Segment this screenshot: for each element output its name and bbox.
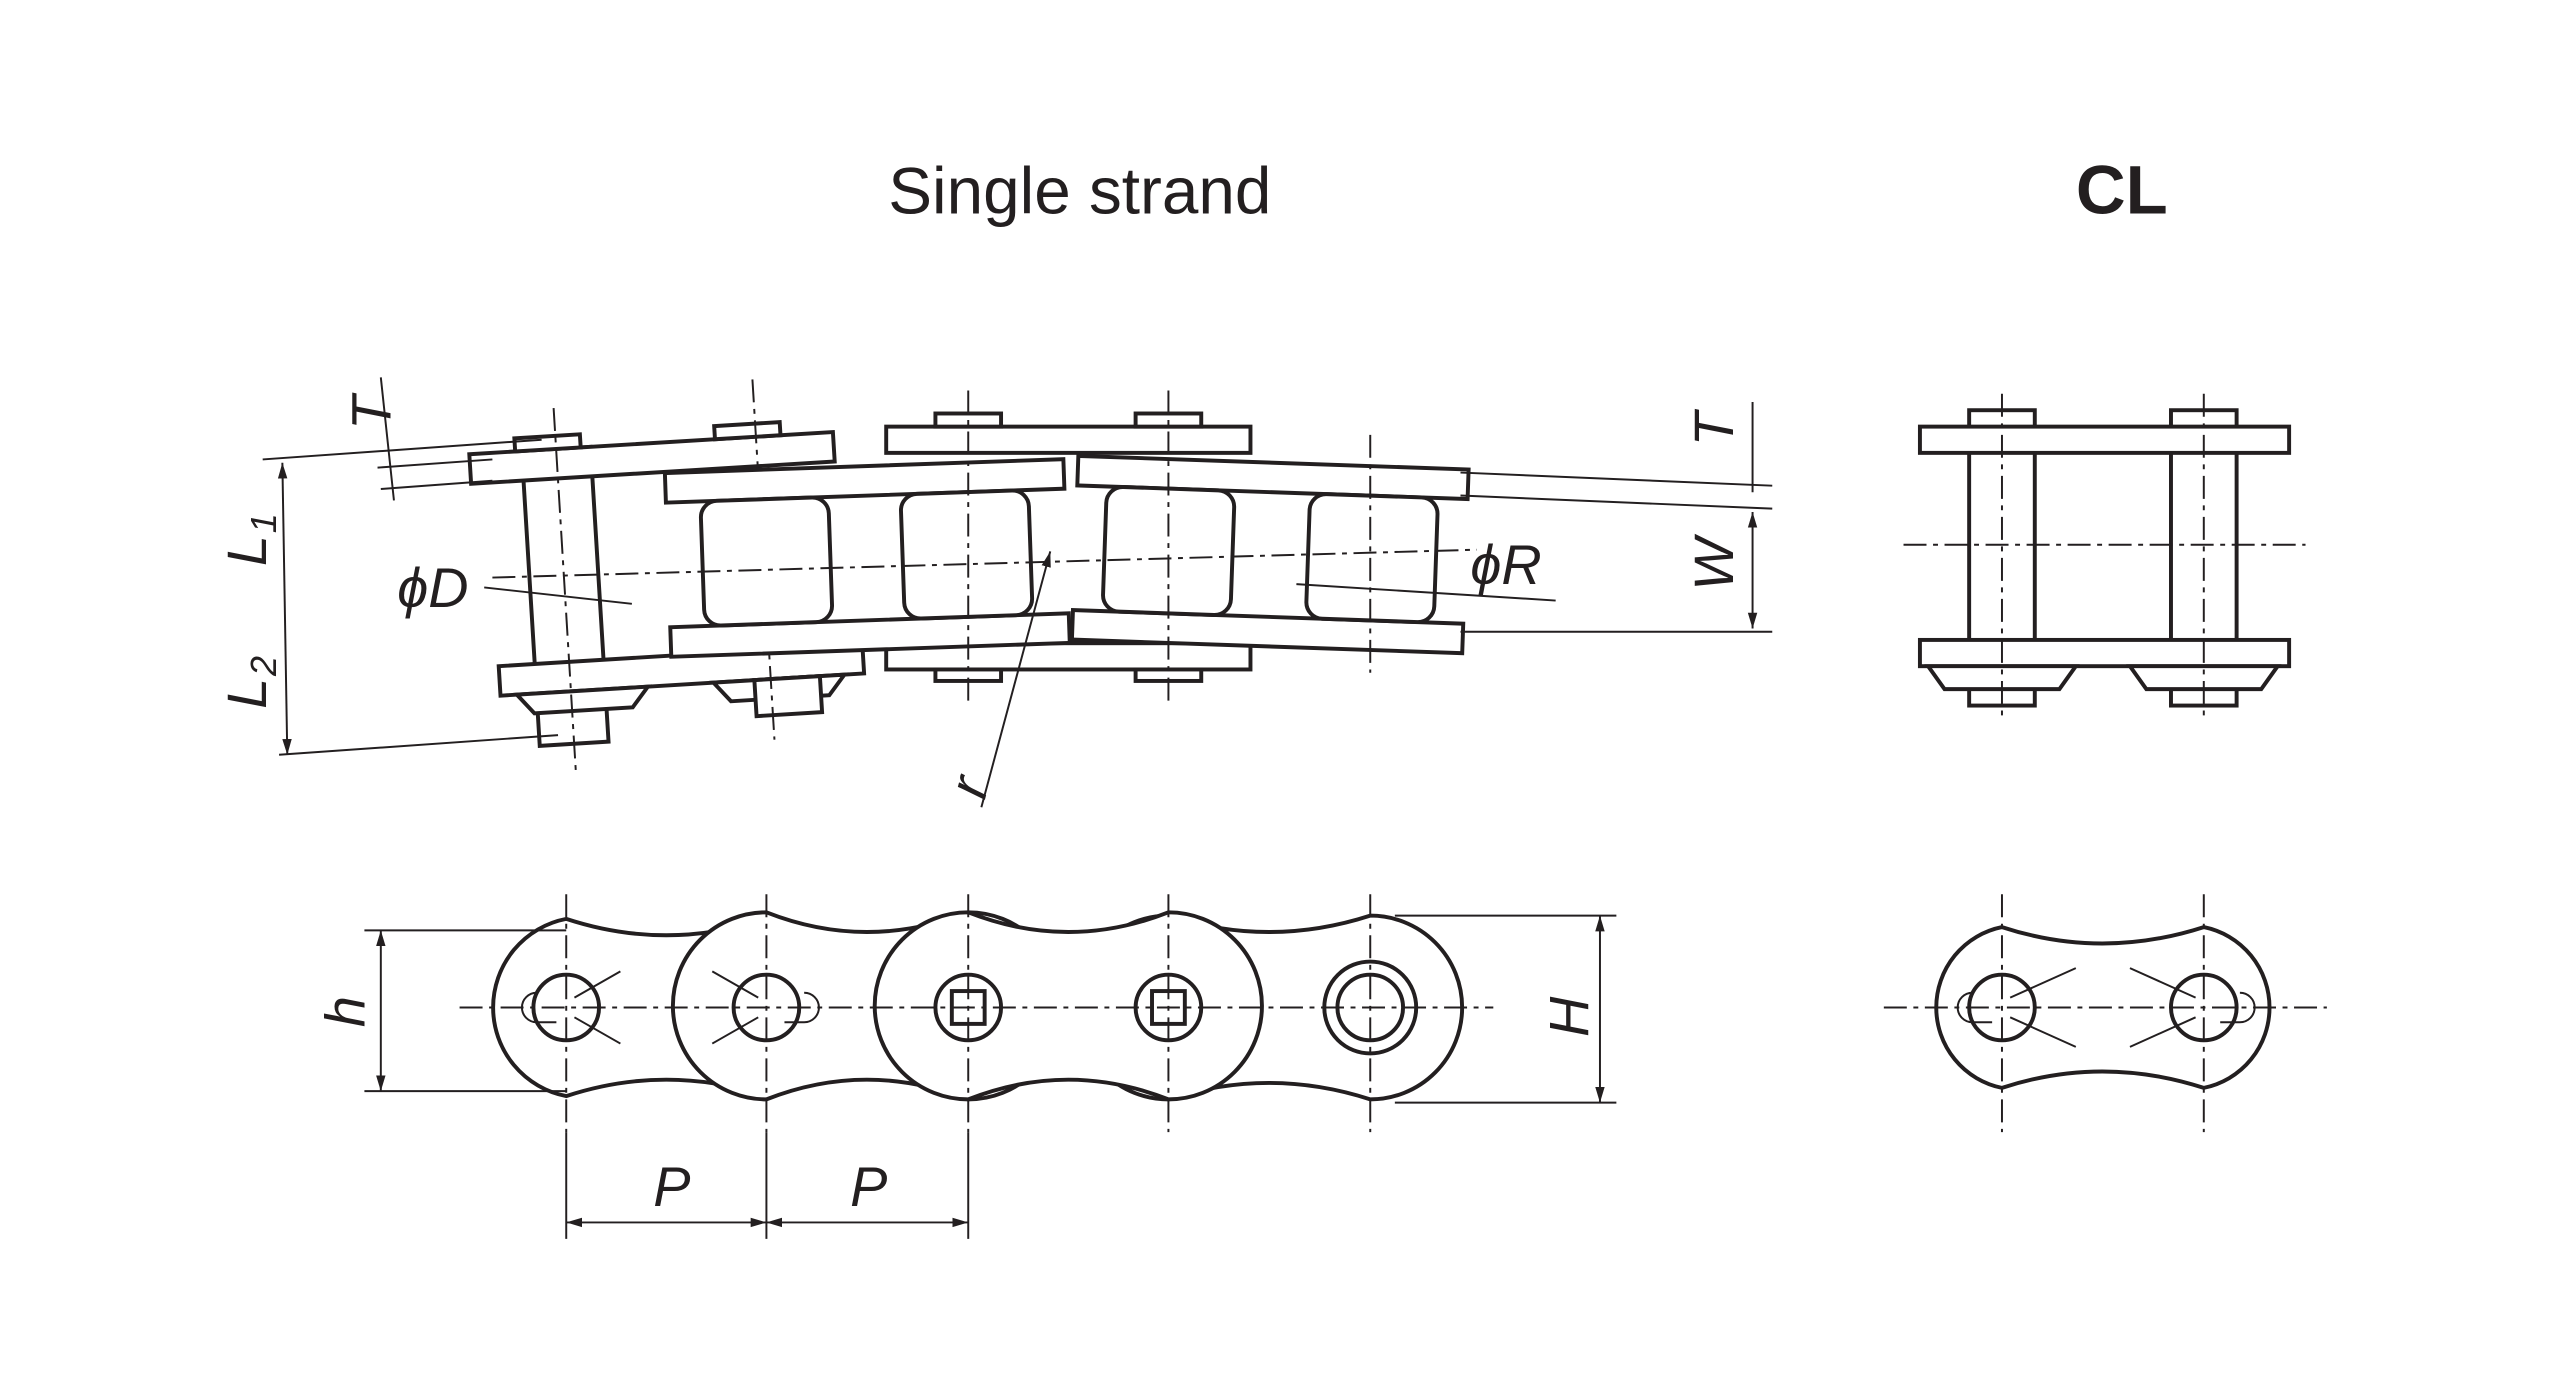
label-T-left: T — [341, 392, 403, 430]
outer-link-left — [467, 379, 867, 777]
svg-text:2: 2 — [243, 656, 284, 677]
roller — [1304, 492, 1440, 625]
label-T-right: T — [1683, 408, 1745, 446]
label-P1: P — [653, 1156, 690, 1218]
label-H: H — [1538, 996, 1600, 1037]
inner-link-left — [662, 457, 1072, 659]
inner-link-right — [1069, 453, 1471, 656]
label-phiR: ϕR — [1470, 534, 1541, 596]
roller — [899, 488, 1035, 621]
label-W: W — [1683, 533, 1745, 591]
title-cl: CL — [2076, 151, 2168, 228]
svg-text:1: 1 — [243, 513, 284, 533]
label-r: r — [936, 768, 1001, 804]
plate-view-cl — [1883, 894, 2327, 1133]
roller — [1101, 485, 1237, 617]
svg-text:L: L — [216, 678, 278, 709]
plate-view-single-strand — [364, 894, 1617, 1239]
label-P2: P — [850, 1156, 887, 1218]
label-L1: L1 — [216, 513, 284, 566]
side-view-cl — [1903, 393, 2306, 722]
label-phiD: ϕD — [397, 557, 468, 619]
svg-text:L: L — [216, 535, 278, 566]
label-h: h — [314, 996, 376, 1027]
title-single-strand: Single strand — [888, 154, 1271, 227]
outer-link-middle — [884, 411, 1253, 683]
label-L2: L2 — [216, 656, 284, 709]
roller — [698, 495, 835, 628]
side-view-single-strand — [262, 377, 1773, 808]
